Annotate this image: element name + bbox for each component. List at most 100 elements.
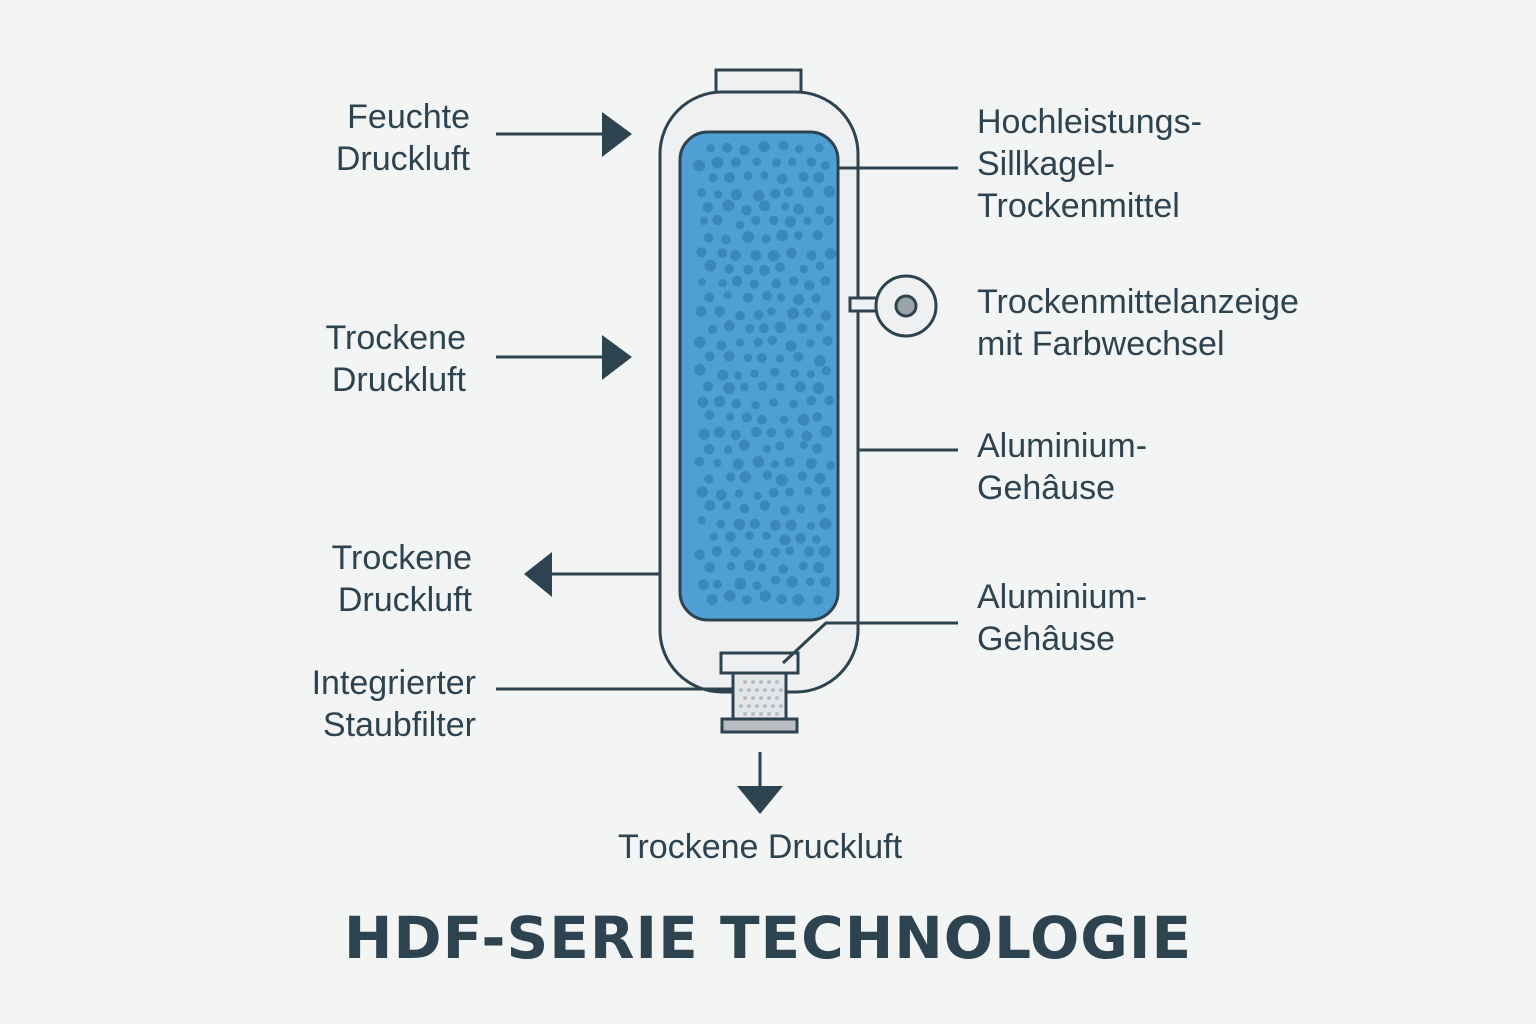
bead	[797, 471, 808, 481]
bead	[799, 264, 808, 274]
bead	[722, 199, 735, 212]
bead	[823, 215, 834, 226]
bead	[792, 293, 805, 306]
bead	[806, 339, 815, 348]
bead	[763, 444, 771, 453]
bead	[704, 474, 714, 484]
bead	[733, 518, 746, 530]
bead	[816, 503, 826, 513]
bead	[785, 340, 797, 352]
bead	[739, 145, 750, 156]
filter-dot	[775, 680, 779, 684]
bead	[725, 472, 736, 482]
bead	[778, 564, 789, 574]
filter-dot	[743, 680, 747, 684]
bead	[715, 489, 727, 501]
bead	[811, 293, 821, 303]
bead	[735, 338, 745, 347]
filter-dot	[751, 680, 755, 684]
bead	[807, 521, 815, 530]
bead	[752, 456, 765, 468]
bead	[756, 353, 767, 363]
bead	[726, 562, 736, 571]
bead	[821, 366, 831, 376]
filter-dot	[767, 696, 771, 700]
bead	[739, 439, 751, 451]
bead	[822, 335, 833, 346]
bead	[770, 575, 780, 585]
bead	[820, 576, 831, 588]
bead	[775, 474, 788, 486]
bead	[730, 429, 741, 440]
filter-dot	[755, 688, 759, 692]
bead	[693, 336, 706, 349]
bead	[697, 516, 706, 525]
bead	[713, 458, 722, 468]
bead	[716, 340, 727, 351]
indicator-stem	[848, 296, 880, 313]
bead	[799, 441, 808, 450]
bead	[785, 546, 794, 556]
bead	[772, 158, 782, 168]
bead	[785, 519, 797, 531]
bead	[723, 320, 735, 332]
bead	[704, 259, 717, 272]
bead	[706, 594, 718, 606]
bead	[751, 401, 760, 410]
bead	[770, 460, 779, 469]
bead	[814, 355, 826, 367]
bead	[758, 323, 769, 334]
bead	[769, 398, 779, 407]
bead	[749, 279, 759, 289]
filter-dot	[779, 688, 783, 692]
filter-dot	[759, 696, 763, 700]
bead	[702, 202, 713, 213]
bead	[703, 444, 715, 455]
bead	[723, 382, 735, 395]
bead	[735, 310, 745, 321]
bead	[787, 157, 797, 167]
bead	[698, 428, 710, 440]
bead	[780, 505, 790, 516]
bead	[820, 310, 831, 321]
bead	[734, 489, 744, 498]
bead	[742, 231, 755, 243]
bead	[806, 250, 817, 261]
label-dust-filter: Integrierter Staubfilter	[311, 664, 476, 744]
bead	[784, 457, 795, 467]
bead	[752, 189, 765, 202]
desiccant-beads	[693, 140, 837, 606]
filter-dot	[751, 712, 755, 716]
dust-filter-body	[731, 671, 788, 721]
filter-dot	[751, 696, 755, 700]
bead	[793, 203, 805, 215]
bead	[775, 441, 785, 451]
bead	[804, 546, 815, 557]
bead	[818, 545, 831, 558]
bead	[741, 205, 752, 216]
bead	[708, 173, 718, 183]
bead	[797, 323, 808, 334]
dust-filter-dots	[739, 680, 783, 716]
filter-dot	[739, 688, 743, 692]
bead	[723, 171, 735, 183]
label-housing-1: Aluminium- Gehâuse	[977, 427, 1148, 507]
bead	[698, 277, 706, 286]
bead	[718, 279, 727, 288]
bead	[730, 547, 741, 557]
bead	[784, 428, 794, 438]
bead	[697, 188, 706, 198]
bead	[814, 143, 824, 153]
bead	[740, 382, 749, 392]
bead	[759, 590, 771, 602]
bead	[767, 250, 780, 262]
bead	[793, 231, 803, 240]
bead	[704, 292, 715, 303]
bead	[806, 157, 817, 167]
bead	[749, 518, 761, 530]
bead	[762, 531, 771, 540]
bead	[723, 291, 732, 300]
bead	[713, 190, 723, 199]
filter-dot	[739, 704, 743, 708]
bead	[796, 504, 806, 514]
